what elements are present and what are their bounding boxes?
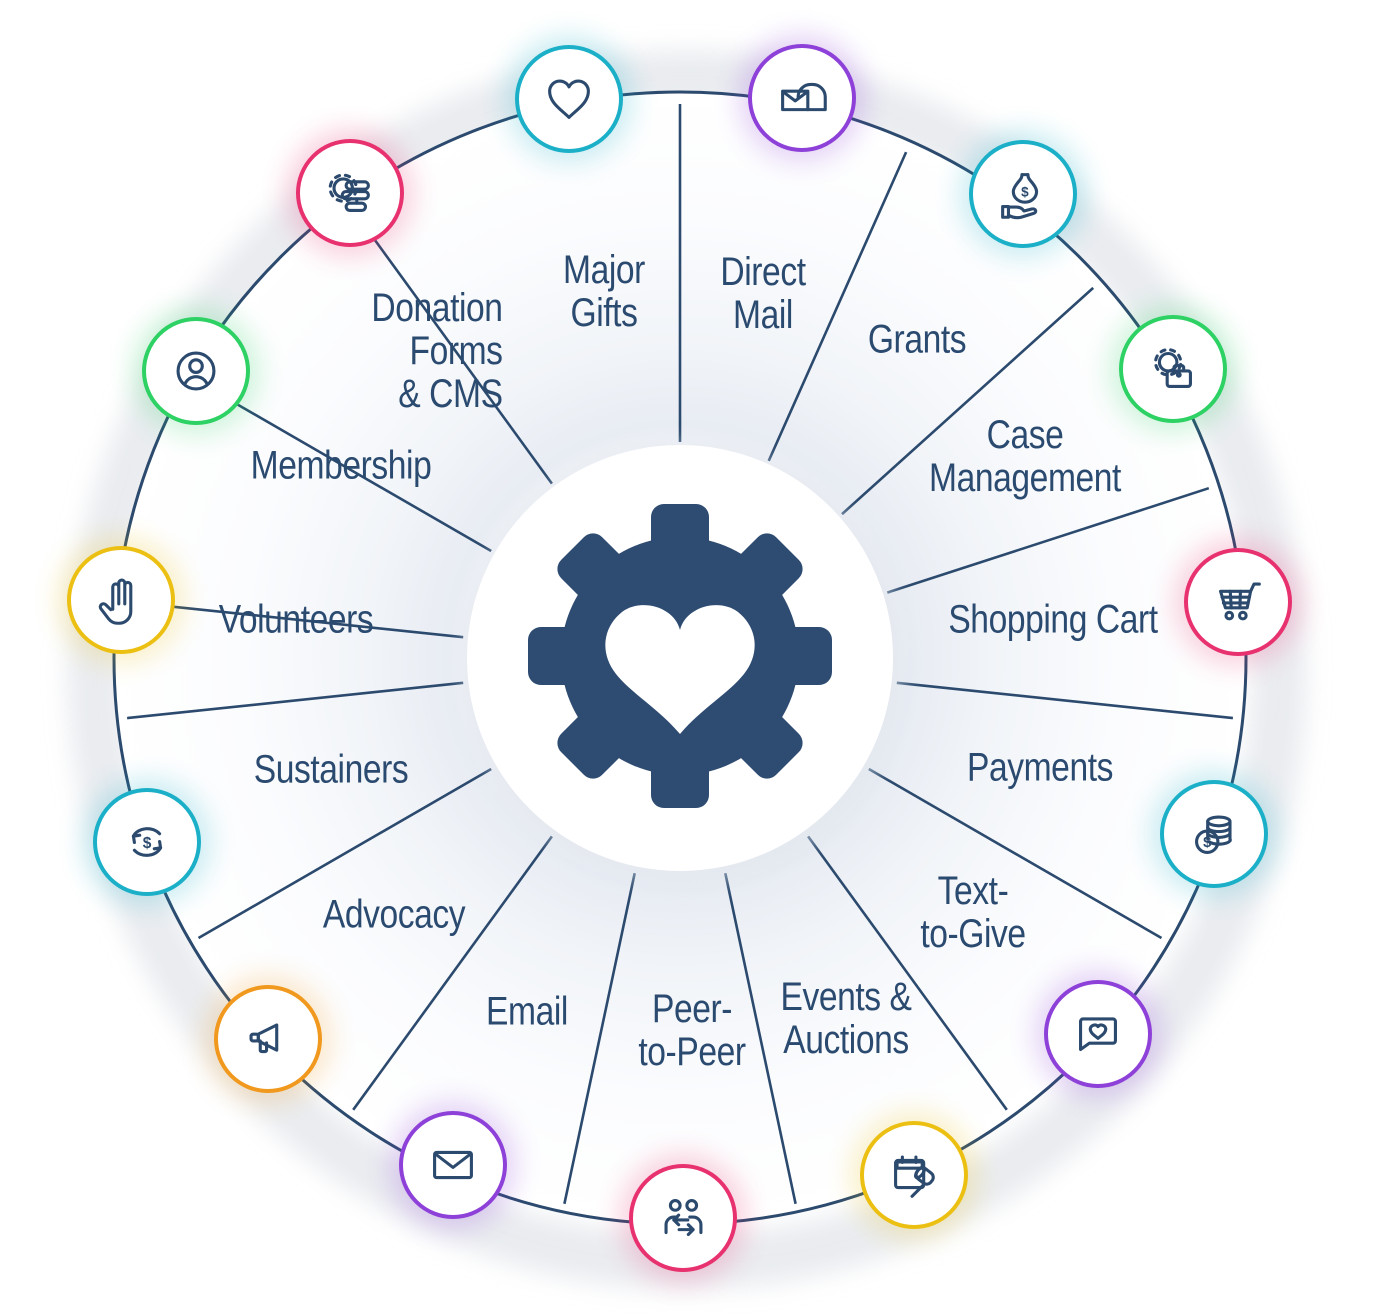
calendar-gavel-icon bbox=[894, 1155, 935, 1198]
label-membership: Membership bbox=[250, 443, 432, 488]
node-direct-mail bbox=[748, 44, 856, 152]
label-shopping-cart: Shopping Cart bbox=[948, 597, 1158, 642]
node-major-gifts bbox=[515, 45, 623, 153]
sector-divider-lines bbox=[126, 104, 1234, 1205]
gear-form-icon bbox=[328, 173, 370, 212]
node-peer-to-peer bbox=[629, 1164, 737, 1272]
label-text-to-give: Text- to-Give bbox=[920, 868, 1026, 956]
node-membership bbox=[142, 317, 250, 425]
label-direct-mail: Direct Mail bbox=[720, 249, 806, 337]
node-grants: $ bbox=[969, 140, 1077, 248]
heart-icon bbox=[548, 79, 590, 119]
node-payments: $ bbox=[1160, 780, 1268, 888]
svg-text:$: $ bbox=[143, 835, 152, 852]
label-volunteers: Volunteers bbox=[218, 597, 374, 642]
label-payments: Payments bbox=[966, 745, 1114, 790]
node-advocacy bbox=[214, 985, 322, 1093]
label-events-auctions: Events & Auctions bbox=[780, 974, 912, 1062]
label-major-gifts: Major Gifts bbox=[563, 247, 645, 335]
label-case-management: Case Management bbox=[929, 412, 1121, 500]
mailbox-icon bbox=[781, 82, 827, 112]
people-exchange-icon bbox=[664, 1199, 703, 1237]
gear-heart-icon bbox=[528, 504, 832, 808]
label-advocacy: Advocacy bbox=[322, 892, 466, 937]
label-peer-to-peer: Peer- to-Peer bbox=[638, 986, 746, 1074]
chat-heart-icon bbox=[1079, 1017, 1117, 1052]
label-sustainers: Sustainers bbox=[253, 747, 409, 792]
node-case-management bbox=[1119, 315, 1227, 423]
person-icon bbox=[176, 351, 216, 391]
svg-text:$: $ bbox=[1203, 835, 1211, 851]
svg-text:$: $ bbox=[1021, 184, 1029, 199]
node-sustainers: $ bbox=[93, 788, 201, 896]
recurring-dollar-icon: $ bbox=[131, 827, 163, 857]
node-text-to-give bbox=[1044, 980, 1152, 1088]
megaphone-icon bbox=[249, 1023, 279, 1054]
node-donation-forms bbox=[296, 139, 404, 247]
coins-icon: $ bbox=[1195, 815, 1232, 854]
node-events-auctions bbox=[860, 1121, 968, 1229]
shopping-cart-icon bbox=[1219, 582, 1261, 621]
label-email: Email bbox=[486, 989, 568, 1034]
label-grants: Grants bbox=[867, 317, 967, 362]
node-email bbox=[399, 1111, 507, 1219]
node-shopping-cart bbox=[1184, 548, 1292, 656]
label-donation-forms: Donation Forms & CMS bbox=[371, 286, 503, 417]
gear-briefcase-icon bbox=[1154, 348, 1192, 388]
node-volunteers bbox=[67, 546, 175, 654]
hand-icon bbox=[98, 578, 133, 625]
envelope-icon bbox=[433, 1150, 473, 1180]
donation-hand-icon: $ bbox=[1001, 173, 1039, 220]
